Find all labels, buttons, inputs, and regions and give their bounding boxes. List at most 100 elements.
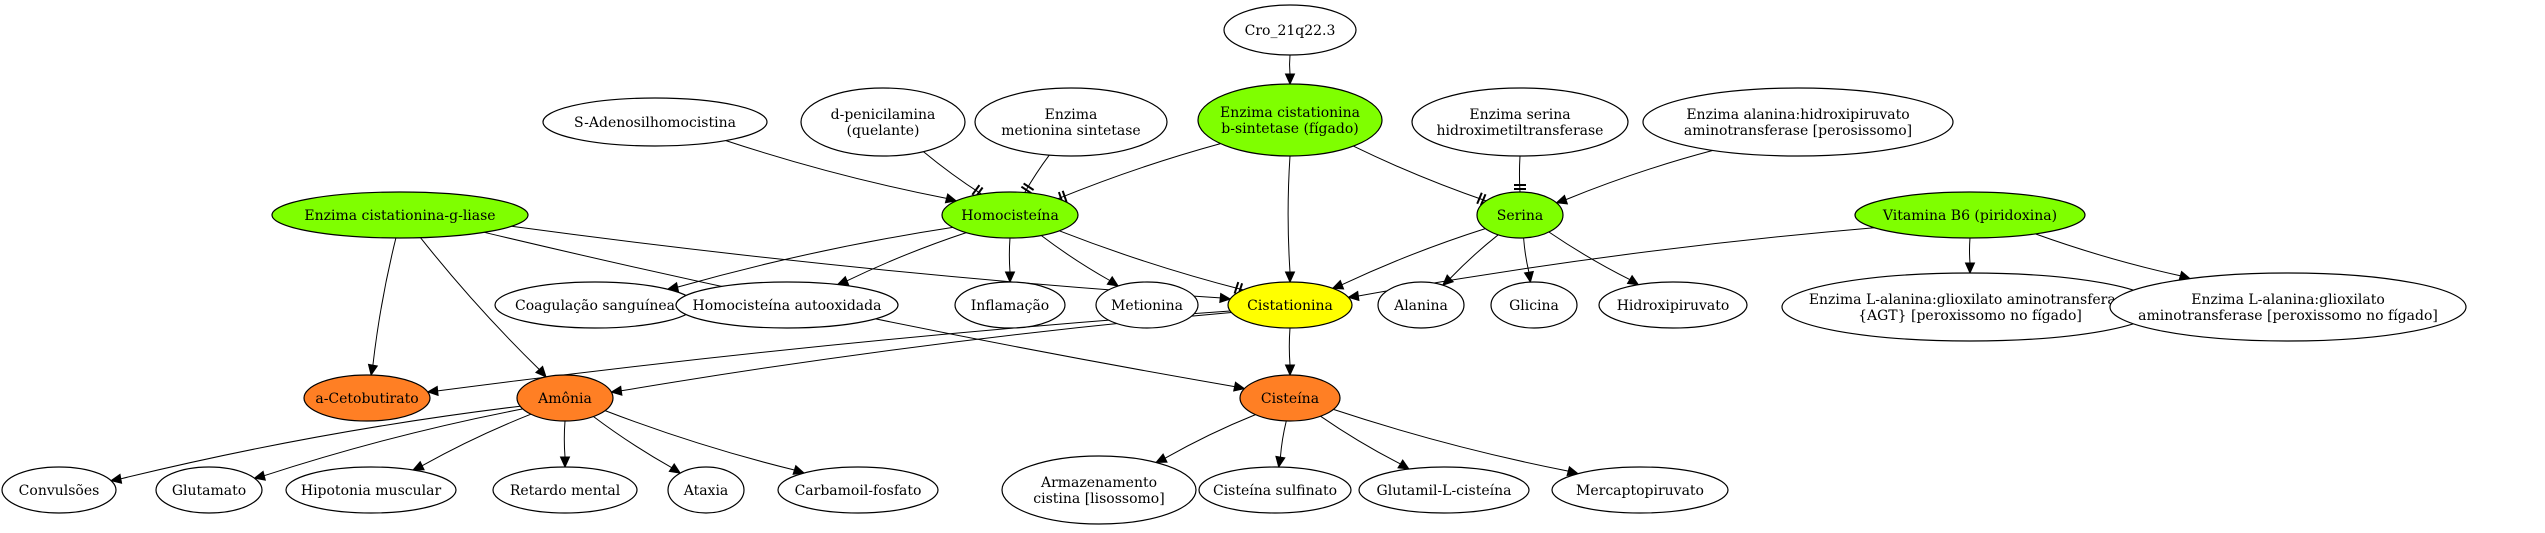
edge-dpenicil-to-homocist — [923, 151, 984, 198]
node-homocist-shape — [941, 191, 1079, 239]
node-vitb6-label: Vitamina B6 (piridoxina) — [1882, 208, 2057, 224]
node-serina: Serina — [1476, 191, 1564, 239]
node-alahidrox: Enzima alanina:hidroxipiruvatoaminotrans… — [1642, 87, 1954, 157]
edge-cbs-to-cistationina — [1284, 155, 1296, 284]
arrowhead-marker — [367, 363, 379, 377]
arrowhead-marker — [109, 473, 123, 484]
arrowhead-marker — [253, 470, 266, 481]
node-hipotonia-shape — [285, 466, 457, 514]
node-lalanina2-label: aminotransferase [peroxissomo no fígado] — [2138, 308, 2438, 324]
edge-amonia-to-ataxia — [593, 416, 682, 474]
node-hidroxipir-shape — [1598, 281, 1748, 329]
edge-sadenosil-to-homocist — [725, 140, 958, 204]
node-sadenosil: S-Adenosilhomocistina — [542, 97, 768, 147]
node-convuls-shape — [1, 466, 117, 514]
node-alanina-shape — [1377, 281, 1465, 329]
node-alahidrox-label: aminotransferase [perosissomo] — [1684, 123, 1912, 139]
node-armazen-label: cistina [lisossomo] — [1033, 491, 1164, 507]
node-dpenicil-label: (quelante) — [847, 123, 920, 139]
node-alahidrox-shape — [1642, 87, 1954, 157]
edge-amonia-to-carbamoil — [604, 410, 806, 475]
node-alanina: Alanina — [1377, 281, 1465, 329]
arrowhead-marker — [1106, 275, 1120, 287]
node-retardo-shape — [492, 466, 638, 514]
node-retardo-label: Retardo mental — [510, 483, 621, 499]
arrowhead-marker — [1233, 381, 1246, 392]
node-sadenosil-label: S-Adenosilhomocistina — [574, 115, 736, 131]
arrowhead-marker — [1284, 73, 1296, 86]
node-alahidrox-label: Enzima alanina:hidroxipiruvato — [1686, 107, 1909, 123]
node-amonia-label: Amônia — [537, 391, 592, 407]
arrowhead-marker — [1275, 455, 1286, 469]
node-cistationina-label: Cistationina — [1247, 298, 1333, 314]
edge-cgl-to-amonia — [420, 237, 547, 378]
edge-serina-to-cistationina — [1331, 228, 1486, 290]
node-dpenicil-shape — [800, 87, 966, 157]
node-hidroxipir-label: Hidroxipiruvato — [1617, 298, 1730, 314]
edge-cistationina-to-cisteina — [1284, 327, 1296, 377]
edge-serina-to-hidroxipir — [1548, 231, 1640, 286]
node-cgl-shape — [271, 191, 529, 239]
node-glicina-shape — [1490, 281, 1578, 329]
edge-homocist-to-inflam — [1004, 237, 1016, 284]
node-armazen-label: Armazenamento — [1040, 475, 1157, 491]
arrowhead-marker — [1331, 279, 1345, 290]
arrowhead-marker — [411, 460, 425, 471]
edge-cbs-to-serina — [1353, 145, 1487, 206]
node-retardo: Retardo mental — [492, 466, 638, 514]
edge-homocist-to-metionina — [1040, 235, 1120, 287]
node-coag-label: Coagulação sanguínea — [515, 298, 675, 314]
arrowhead-marker — [1523, 270, 1534, 284]
node-convuls-label: Convulsões — [19, 483, 100, 499]
arrowhead-marker — [792, 464, 806, 475]
node-convuls: Convulsões — [1, 466, 117, 514]
node-metsint-label: metionina sintetase — [1001, 123, 1140, 139]
arrowhead-marker — [1964, 262, 1976, 275]
node-carbamoil: Carbamoil-fosfato — [777, 466, 939, 514]
node-coag: Coagulação sanguínea — [494, 281, 696, 329]
inhibition-marker — [1023, 182, 1035, 191]
node-hipotonia-label: Hipotonia muscular — [301, 483, 442, 499]
inhibition-marker — [1476, 192, 1483, 205]
node-cro: Cro_21q22.3 — [1223, 4, 1357, 56]
node-cistsulf-label: Cisteína sulfinato — [1213, 483, 1337, 499]
arrowhead-marker — [668, 462, 682, 474]
node-agt-label: {AGT} [peroxissomo no fígado] — [1858, 308, 2082, 324]
node-serina-label: Serina — [1497, 208, 1543, 224]
node-cbs-label: Enzima cistationina — [1220, 105, 1360, 121]
node-armazen-shape — [1001, 455, 1197, 525]
arrowhead-marker — [534, 365, 547, 378]
edge-cisteina-to-glutamil — [1320, 415, 1410, 470]
node-agt: Enzima L-alanina:glioxilato aminotransfe… — [1781, 272, 2159, 342]
node-glutamato-label: Glutamato — [172, 483, 246, 499]
arrowhead-marker — [1004, 271, 1016, 284]
node-shmt-label: hidroximetiltransferase — [1437, 123, 1604, 139]
edge-amonia-to-convuls — [109, 405, 521, 484]
edge-amonia-to-retardo — [559, 420, 571, 469]
edge-shmt-to-serina — [1514, 155, 1526, 193]
arrowhead-marker — [559, 456, 571, 469]
node-lalanina2: Enzima L-alanina:glioxilatoaminotransfer… — [2109, 272, 2467, 342]
node-hidroxipir: Hidroxipiruvato — [1598, 281, 1748, 329]
node-shmt-label: Enzima serina — [1469, 107, 1570, 123]
edge-metsint-to-homocist — [1020, 154, 1050, 195]
node-cgl: Enzima cistationina-g-liase — [271, 191, 529, 239]
node-glicina-label: Glicina — [1509, 298, 1559, 314]
arrowhead-marker — [836, 275, 850, 286]
node-alanina-label: Alanina — [1393, 298, 1448, 314]
node-cbs-shape — [1197, 83, 1383, 157]
node-cistationina: Cistationina — [1227, 281, 1353, 329]
node-mercapto: Mercaptopiruvato — [1551, 466, 1729, 514]
node-cro-shape — [1223, 4, 1357, 56]
node-hipotonia: Hipotonia muscular — [285, 466, 457, 514]
inhibition-marker — [1061, 190, 1068, 203]
node-lalanina2-shape — [2109, 272, 2467, 342]
edge-amonia-to-hipotonia — [411, 413, 532, 471]
edge-serina-to-glicina — [1523, 237, 1534, 284]
node-homoauto-label: Homocisteína autooxidada — [693, 298, 882, 314]
node-ataxia-shape — [667, 466, 745, 514]
node-vitb6: Vitamina B6 (piridoxina) — [1854, 191, 2086, 239]
